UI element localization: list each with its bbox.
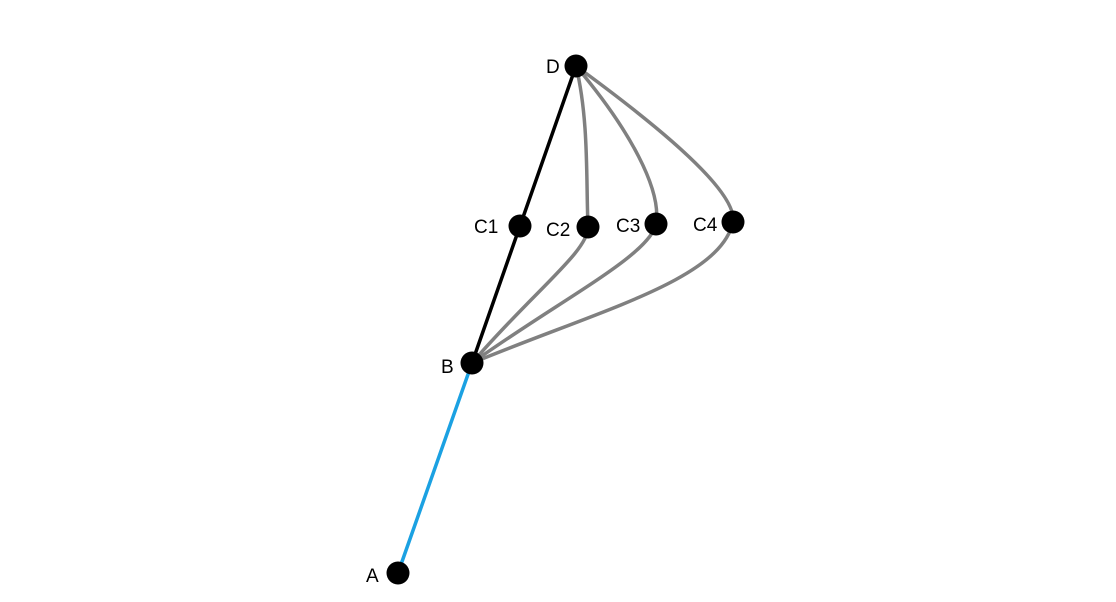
- segment-b-d: [470, 64, 578, 365]
- label-c2: C2: [546, 220, 570, 241]
- label-c1: C1: [474, 217, 498, 238]
- node-c3: [644, 212, 668, 236]
- node-c2: [576, 215, 600, 239]
- label-c3: C3: [616, 216, 640, 237]
- label-a: A: [366, 566, 379, 587]
- node-b: [460, 351, 484, 375]
- node-c1: [508, 214, 532, 238]
- label-b: B: [441, 357, 454, 378]
- curve-b-c3-d: [470, 64, 659, 365]
- label-d: D: [546, 57, 560, 78]
- node-a: [386, 561, 410, 585]
- node-c4: [721, 210, 745, 234]
- node-d: [564, 54, 588, 78]
- label-c4: C4: [693, 215, 718, 236]
- segment-a-b: [396, 361, 474, 575]
